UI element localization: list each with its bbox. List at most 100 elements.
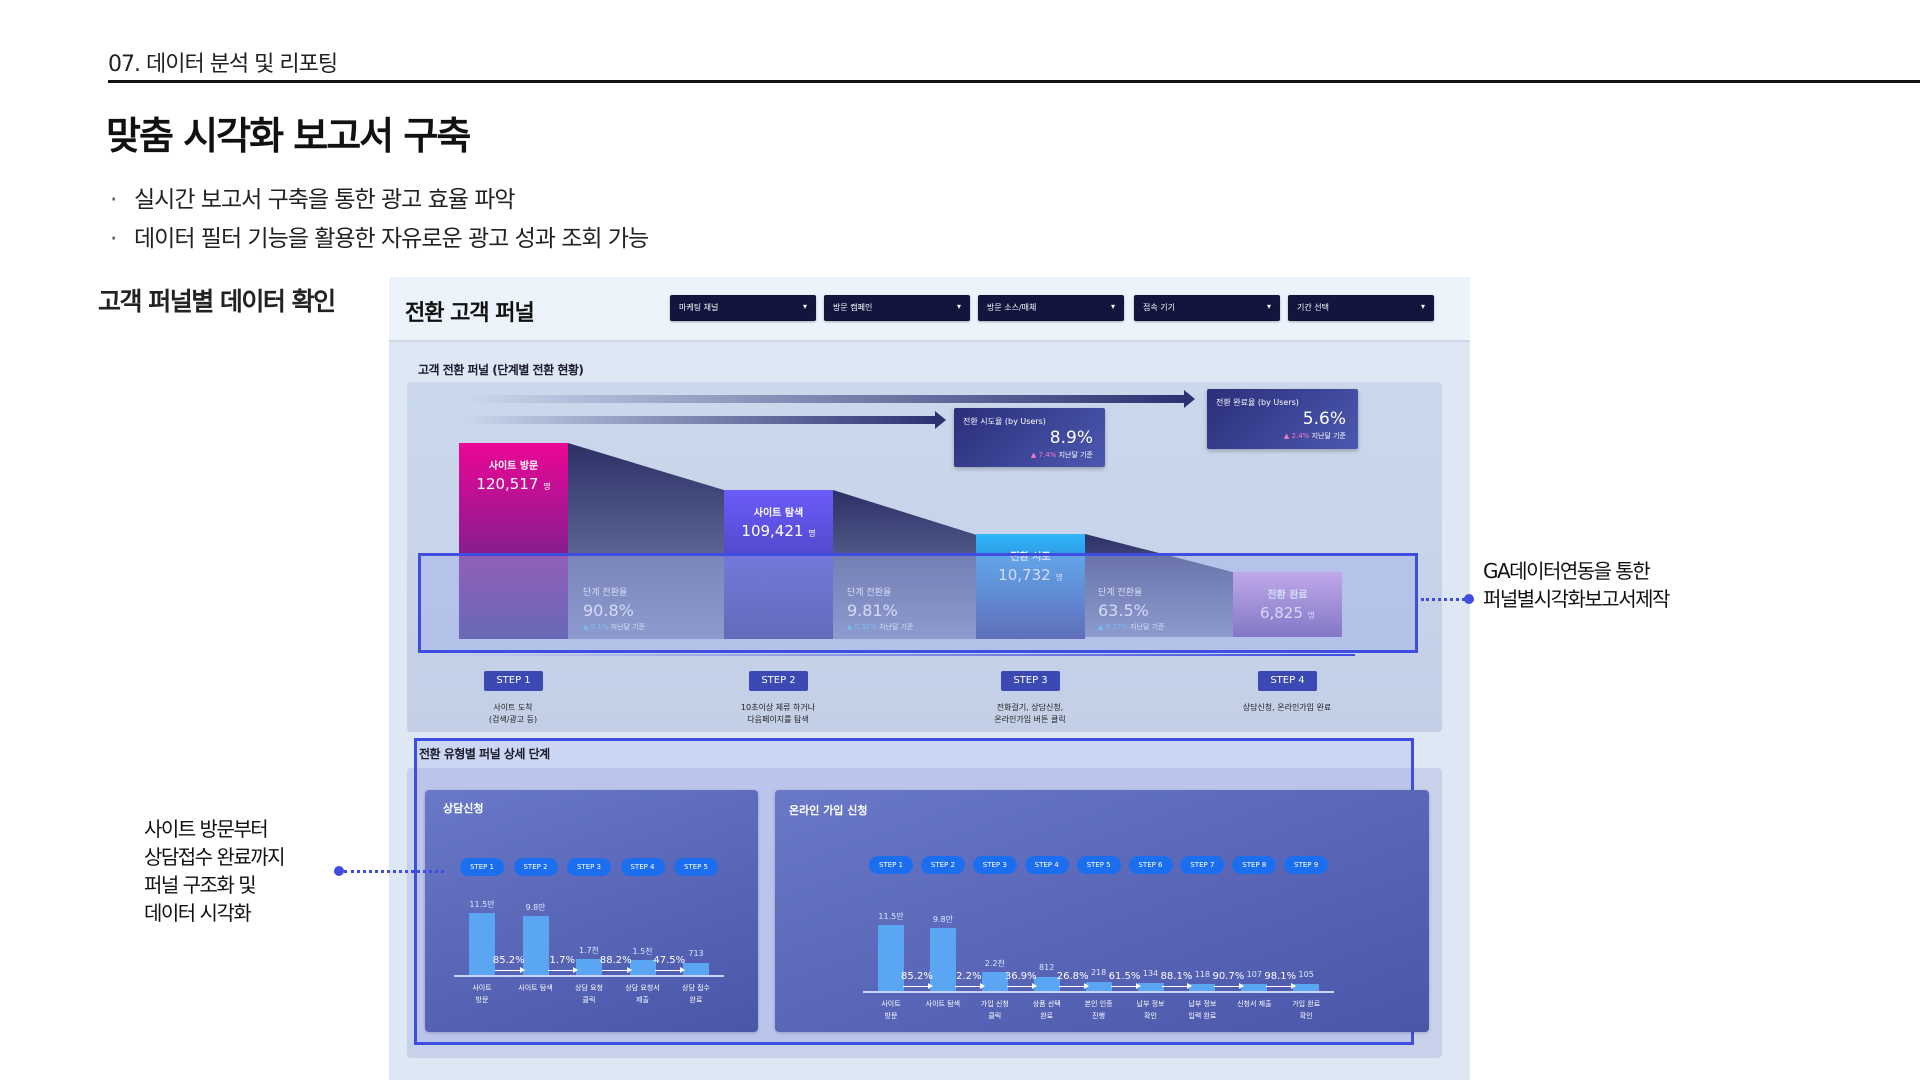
kpi-label: 전환 완료율 (by Users) [1216, 398, 1299, 407]
bar-value-label: 134 [1142, 969, 1159, 979]
funnel-section-label: 고객 퍼널별 데이터 확인 [98, 287, 336, 316]
step-pill[interactable]: STEP 5 [674, 858, 718, 876]
kpi-label: 전환 시도율 (by Users) [963, 417, 1046, 426]
step-pill[interactable]: STEP 4 [1024, 856, 1069, 874]
filter-dropdown[interactable]: 기간 선택▾ [1288, 295, 1434, 321]
bar-value-label: 9.8만 [932, 915, 953, 925]
step-pill[interactable]: STEP 9 [1284, 856, 1329, 874]
step-pill[interactable]: STEP 5 [1076, 856, 1121, 874]
chart-bar [1189, 983, 1216, 991]
step-rate-label: 2.2% [956, 971, 982, 982]
step-button[interactable]: STEP 2 [749, 671, 808, 691]
desc-line: 상담신청, 온라인가입 완료 [1242, 703, 1332, 712]
bullet-text: 실시간 보고서 구축을 통한 광고 효율 파악 [134, 187, 516, 213]
arrow-right-icon [1110, 983, 1141, 989]
arrow-right-icon [1266, 983, 1297, 989]
filter-dropdown[interactable]: 마케팅 채널 ▾ [670, 295, 816, 321]
annotation-line: 데이터 시각화 [144, 901, 252, 925]
chart-bar [929, 928, 956, 991]
step-pill[interactable]: STEP 1 [869, 856, 913, 874]
chart-bar [1033, 977, 1060, 991]
detail-section-title: 전환 유형별 퍼널 상세 단계 [419, 747, 550, 761]
online-signup-funnel-title: 온라인 가입 신청 [789, 804, 868, 817]
step-button[interactable]: STEP 4 [1258, 671, 1317, 691]
stage-name: 사이트 방문 [488, 461, 539, 472]
rate-label: 단계 전환율 [1098, 588, 1143, 598]
kpi-delta: ▲ 7.4% 지난달 기준 [1030, 451, 1093, 459]
category-line: 제출 [636, 996, 649, 1004]
annotation-line: 상담접수 완료까지 [144, 845, 286, 869]
header-divider [108, 80, 1920, 83]
kpi-attempt-rate: 전환 시도율 (by Users) 8.9% ▲ 7.4% 지난달 기준 [954, 408, 1105, 467]
chevron-down-icon: ▾ [1266, 302, 1271, 311]
category-label: 사이트 탐색 [915, 998, 971, 1010]
filter-dropdown[interactable]: 접속 기기 ▾ [1134, 295, 1280, 321]
rate-delta: ▲ 0.27% 지난달 기준 [1098, 623, 1165, 631]
step-rate-label: 88.2% [599, 955, 632, 966]
category-line: 방문 [884, 1012, 898, 1020]
rate-label: 단계 전환율 [583, 588, 628, 598]
step-pill[interactable]: STEP 2 [920, 856, 965, 874]
step-pill[interactable]: STEP 3 [972, 856, 1017, 874]
desc-line: (검색/광고 등) [488, 715, 538, 724]
step-rate-label: 85.2% [901, 971, 933, 982]
category-line: 납부 정보 [1136, 1000, 1165, 1008]
consult-funnel-title: 상담신청 [443, 802, 484, 815]
step-pill[interactable]: STEP 3 [567, 858, 611, 876]
arrow-right-icon [548, 967, 579, 973]
category-line: 본인 인증 [1084, 1000, 1113, 1008]
annotation-line: 사이트 방문부터 [144, 817, 269, 841]
funnel-stage-bar: 사이트 탐색 109,421 명 [724, 490, 833, 639]
section-breadcrumb: 07. 데이터 분석 및 리포팅 [108, 52, 338, 77]
step-pill[interactable]: STEP 6 [1128, 856, 1173, 874]
bar-value-label: 2.2천 [984, 959, 1005, 969]
stage-name: 전환 시도 [1010, 552, 1051, 563]
step-pill[interactable]: STEP 4 [620, 858, 665, 876]
bar-value-label: 812 [1039, 963, 1055, 973]
step-description: 전화걸기, 상담신청, 온라인가입 버튼 클릭 [950, 702, 1110, 726]
arrow-right-icon [1006, 983, 1037, 989]
chevron-down-icon: ▾ [802, 302, 807, 311]
filter-dropdown[interactable]: 방문 소스/매체▾ [978, 295, 1124, 321]
category-line: 상담 요청 [575, 984, 603, 992]
attempt-arrow-icon [463, 411, 946, 429]
step-button[interactable]: STEP 3 [1001, 671, 1060, 691]
filter-dropdown[interactable]: 방문 캠페인▾ [824, 295, 970, 321]
filter-label: 마케팅 채널 [679, 303, 719, 312]
stage-name: 사이트 탐색 [753, 508, 804, 519]
step-description: 사이트 도착(검색/광고 등) [433, 702, 593, 726]
stage-count: 120,517 명 [476, 475, 551, 493]
category-line: 상품 선택 [1032, 1000, 1061, 1008]
step-pill[interactable]: STEP 1 [460, 858, 504, 876]
timeline-arrow-icon [430, 654, 1355, 656]
annotation-dotted-line [344, 870, 444, 873]
category-line: 진행 [1092, 1012, 1106, 1020]
filter-label: 접속 기기 [1143, 303, 1175, 312]
category-label: 사이트 탐색 [508, 982, 564, 994]
desc-line: 전화걸기, 상담신청, [996, 703, 1064, 712]
step-pill[interactable]: STEP 8 [1232, 856, 1277, 874]
chart-bar [1137, 983, 1164, 991]
chart-bar [629, 959, 656, 975]
step-button[interactable]: STEP 1 [484, 671, 543, 691]
chart-bar [576, 958, 602, 975]
step-pill[interactable]: STEP 2 [513, 858, 558, 876]
category-label: 신청서 제출 [1226, 998, 1282, 1010]
rate-delta: ▲ 0.32% 지난달 기준 [847, 623, 914, 631]
stage-count: 109,421 명 [741, 522, 816, 540]
chart-bar [683, 962, 709, 975]
desc-line: 온라인가입 버튼 클릭 [994, 715, 1066, 724]
step-pill[interactable]: STEP 7 [1180, 856, 1225, 874]
arrow-right-icon [954, 983, 985, 989]
category-line: 방문 [475, 996, 489, 1004]
step-description: 상담신청, 온라인가입 완료 [1207, 702, 1367, 714]
